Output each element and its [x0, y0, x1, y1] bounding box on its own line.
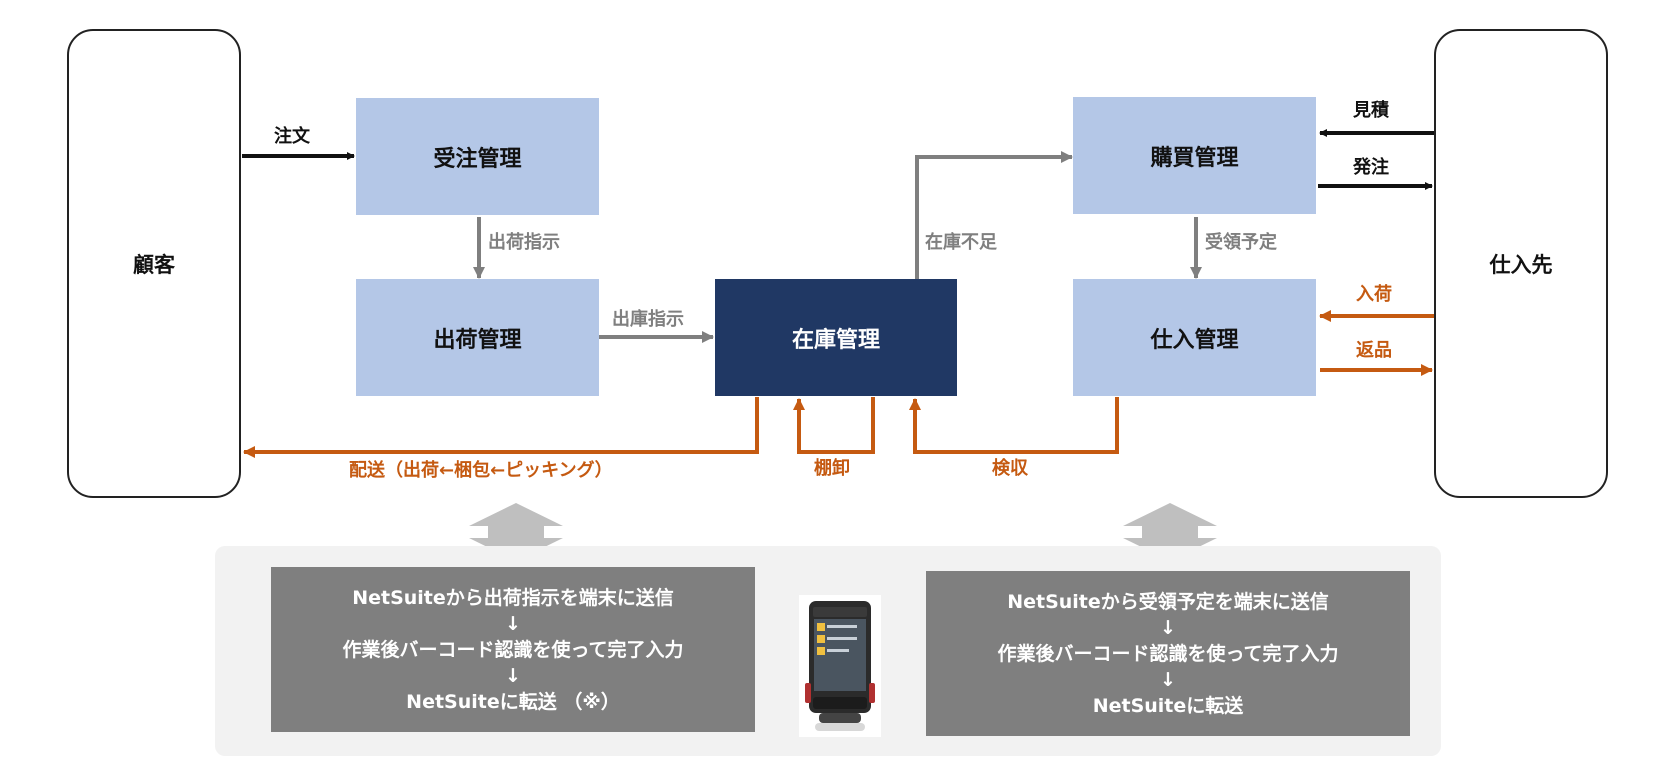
purchase-management-box: 購買管理	[1073, 97, 1316, 214]
order-management-box: 受注管理	[356, 98, 599, 215]
inventory-management-box: 在庫管理	[715, 279, 957, 396]
left-note-line2: 作業後バーコード認識を使って完了入力	[342, 638, 684, 661]
left-note-line1: NetSuiteから出荷指示を端末に送信	[352, 586, 674, 609]
inventory-management-label: 在庫管理	[791, 327, 880, 353]
order-label: 注文	[274, 126, 310, 147]
shipping-management-box: 出荷管理	[356, 279, 599, 396]
right-note-line2: 作業後バーコード認識を使って完了入力	[997, 642, 1339, 665]
inspection-label: 検収	[992, 458, 1028, 479]
supplier-box: 仕入先	[1434, 29, 1608, 498]
left-note-arrow2: ↓	[505, 664, 521, 687]
left-note-line3: NetSuiteに転送 （※）	[406, 690, 620, 713]
left-note-arrow1: ↓	[505, 612, 521, 635]
receiving-management-label: 仕入管理	[1150, 327, 1239, 353]
left-note: NetSuiteから出荷指示を端末に送信 ↓ 作業後バーコード認識を使って完了入…	[271, 567, 755, 732]
quote-label: 見積	[1353, 100, 1389, 121]
customer-label: 顧客	[133, 252, 175, 277]
stocktaking-label: 棚卸	[814, 458, 850, 479]
shipping-instruction-label: 出荷指示	[488, 232, 560, 253]
arrival-label: 入荷	[1356, 284, 1392, 305]
receiving-management-box: 仕入管理	[1073, 279, 1316, 396]
handheld-terminal-image	[799, 595, 881, 737]
delivery-arrow	[243, 397, 759, 458]
right-note: NetSuiteから受領予定を端末に送信 ↓ 作業後バーコード認識を使って完了入…	[926, 571, 1410, 736]
right-note-arrow2: ↓	[1160, 668, 1176, 691]
warehouse-out-instruction-label: 出庫指示	[612, 309, 684, 330]
right-note-arrow1: ↓	[1160, 616, 1176, 639]
stocktaking-arrow	[793, 397, 875, 454]
inspection-arrow	[909, 397, 1119, 454]
delivery-label: 配送（出荷←梱包←ピッキング）	[349, 460, 613, 481]
order-management-label: 受注管理	[433, 146, 522, 172]
shipping-management-label: 出荷管理	[433, 327, 522, 353]
handheld-terminal-icon	[805, 601, 875, 731]
stock-shortage-label: 在庫不足	[925, 232, 997, 253]
right-note-line1: NetSuiteから受領予定を端末に送信	[1007, 590, 1329, 613]
customer-box: 顧客	[67, 29, 241, 498]
stock-shortage-arrow	[915, 151, 1073, 279]
purchase-order-label: 発注	[1353, 157, 1389, 178]
receipt-schedule-label: 受領予定	[1205, 232, 1277, 253]
right-note-line3: NetSuiteに転送	[1092, 694, 1244, 717]
supplier-label: 仕入先	[1489, 252, 1553, 277]
purchase-management-label: 購買管理	[1150, 145, 1239, 171]
return-label: 返品	[1356, 340, 1392, 361]
